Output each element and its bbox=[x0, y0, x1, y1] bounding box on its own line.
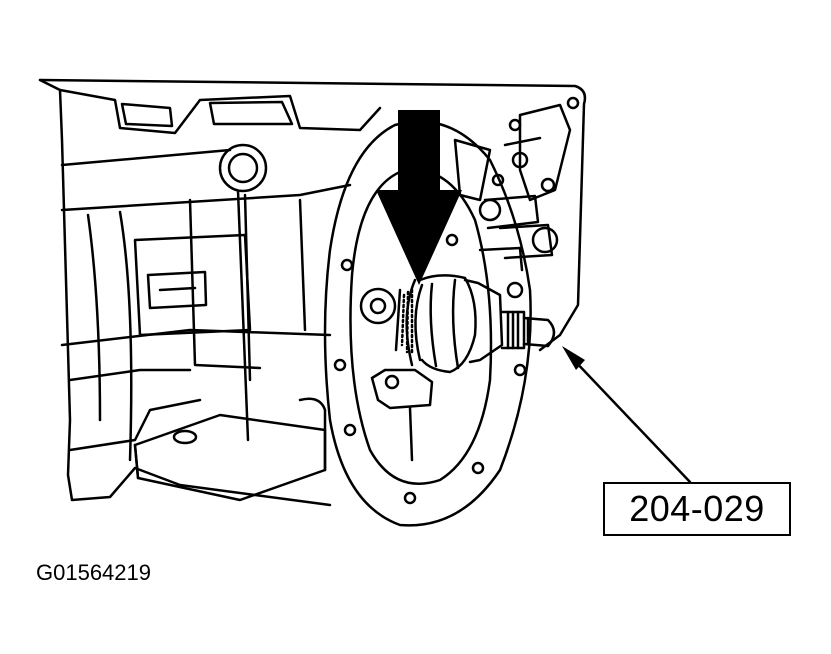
filler-plug bbox=[218, 143, 268, 442]
tool-leader-line bbox=[570, 356, 692, 484]
output-shaft-seal bbox=[359, 274, 504, 462]
transmission-housing bbox=[38, 78, 587, 507]
mounting-pad bbox=[133, 397, 327, 502]
leader-arrowhead bbox=[562, 346, 585, 370]
figure-id: G01564219 bbox=[36, 560, 151, 585]
seal-installer-tool bbox=[500, 310, 556, 350]
case-casting-details bbox=[453, 96, 580, 272]
down-arrow-icon bbox=[376, 110, 462, 285]
tool-number-label: 204-029 bbox=[603, 482, 791, 536]
